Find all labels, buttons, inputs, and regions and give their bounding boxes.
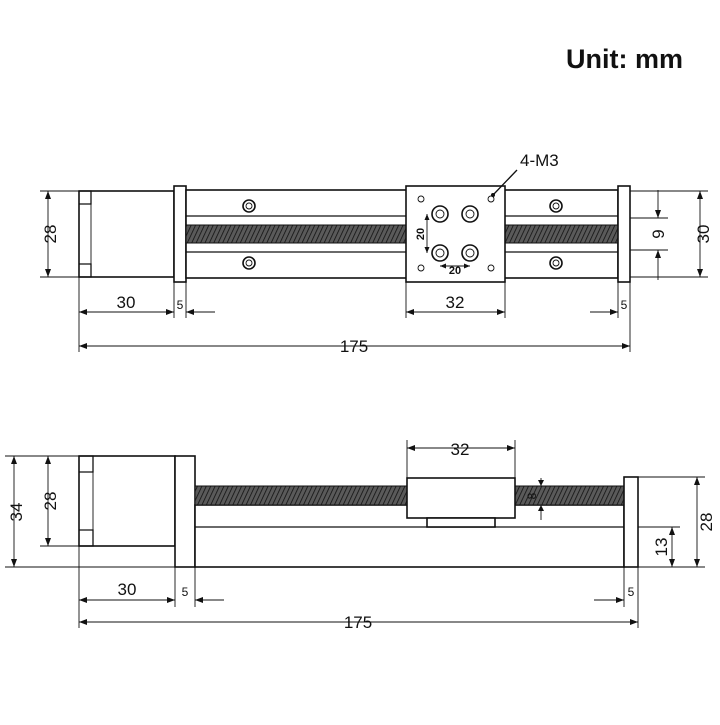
carriage-hole: [461, 244, 479, 262]
dim-side-total: 175: [79, 613, 638, 632]
dim-label: 28: [697, 513, 716, 532]
mount-hole: [242, 199, 256, 213]
top-right-end-plate: [617, 185, 631, 283]
top-left-end-plate: [173, 185, 187, 283]
dim-label: 9: [649, 229, 668, 238]
m3-hole: [487, 195, 495, 203]
side-lead-screw-left: [194, 485, 408, 506]
dim-side-screw: 8: [515, 478, 552, 520]
dim-label: 28: [41, 492, 60, 511]
unit-label: Unit: mm: [566, 44, 683, 74]
top-view: 20 20 4-M3 28: [40, 151, 713, 356]
side-view: 32 8 34: [5, 440, 716, 632]
dim-side-motor-length: 30: [79, 580, 175, 603]
dim-top-motor-height: 28: [40, 190, 79, 278]
dim-hole-pitch-h: 20: [449, 265, 461, 277]
side-carriage: [406, 477, 516, 528]
dim-label: 5: [621, 298, 628, 312]
dim-side-carriage: 32: [406, 440, 516, 478]
m3-hole: [417, 264, 425, 272]
dim-label: 30: [694, 225, 713, 244]
top-motor: [78, 190, 175, 278]
callout-leader: [492, 169, 518, 196]
dim-label: 13: [652, 538, 671, 557]
dim-label: 175: [344, 613, 372, 632]
dim-label: 34: [7, 503, 26, 522]
dim-label: 8: [525, 492, 539, 499]
mount-hole: [549, 256, 563, 270]
dim-top-carriage: 32: [406, 293, 505, 315]
side-right-end-plate: [623, 476, 639, 568]
dim-label: 30: [118, 580, 137, 599]
dim-label: 32: [451, 440, 470, 459]
dim-top-rail-width: 30: [630, 190, 713, 278]
m3-hole: [487, 264, 495, 272]
top-lead-screw-right: [504, 224, 619, 244]
dim-side-overall-height: 34: [5, 455, 175, 568]
dim-side-motor-height: 28: [40, 456, 79, 547]
dim-label: 32: [446, 293, 465, 312]
mount-hole: [242, 256, 256, 270]
carriage-hole: [431, 244, 449, 262]
dim-label: 28: [41, 225, 60, 244]
dim-side-left-plate: 5: [182, 585, 224, 603]
top-rail: [185, 189, 619, 279]
carriage-hole: [431, 205, 449, 223]
dim-side-13: 13: [638, 526, 680, 567]
dim-label: 5: [177, 298, 184, 312]
dim-side-right-plate: 5: [594, 585, 635, 603]
dim-label: 5: [182, 585, 189, 599]
dim-top-right-plate: 5: [590, 298, 628, 315]
dim-label: 5: [628, 585, 635, 599]
dim-side-rail-height: 28: [638, 476, 716, 568]
dim-label: 30: [117, 293, 136, 312]
carriage-hole: [461, 205, 479, 223]
top-carriage: 20 20: [405, 185, 506, 283]
dim-label: 175: [340, 337, 368, 356]
dim-top-9: 9: [630, 190, 668, 280]
callout-4-m3: 4-M3: [520, 151, 559, 170]
m3-hole: [417, 195, 425, 203]
dim-top-motor-length: 30: [79, 293, 174, 315]
side-left-end-plate: [174, 455, 196, 568]
top-lead-screw-left: [185, 224, 407, 244]
mount-hole: [549, 199, 563, 213]
side-motor: [78, 455, 176, 547]
dim-top-total: 175: [79, 337, 630, 356]
dim-hole-pitch-v: 20: [415, 228, 427, 240]
dim-top-left-plate: 5: [177, 298, 215, 315]
